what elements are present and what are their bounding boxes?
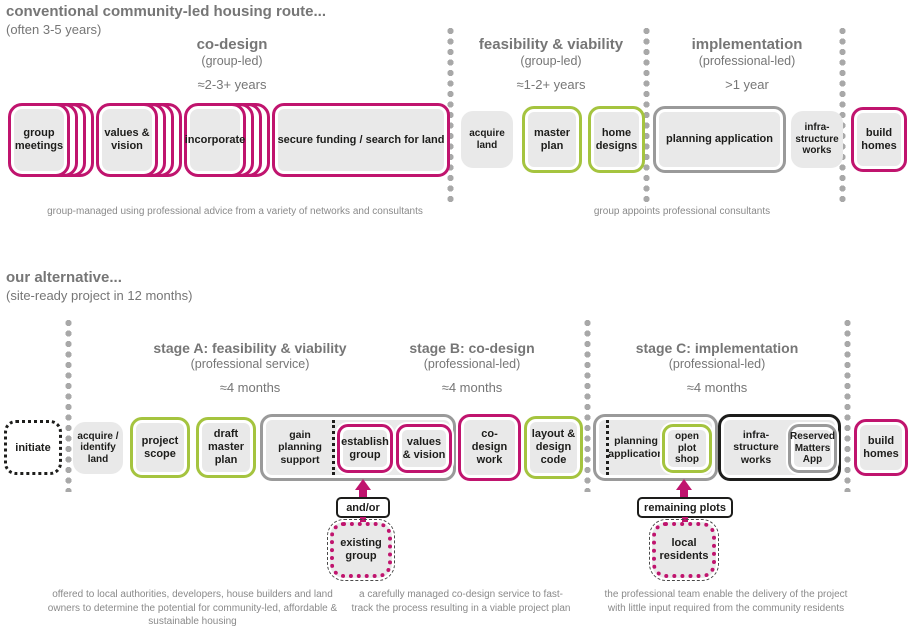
phase-duration: ≈2-3+ years <box>197 77 267 92</box>
container-planning-plotshop: planning application open plot shop <box>593 414 718 481</box>
box-acquire-land: acquire land <box>461 111 513 168</box>
stage-duration: ≈4 months <box>686 380 748 396</box>
stage-b-header: stage B: co-design (professional-led) ≈4… <box>367 340 577 395</box>
box-existing-group: existing group <box>327 519 395 581</box>
stage-c-header: stage C: implementation (professional-le… <box>612 340 822 395</box>
stage-mode: (professional-led) <box>668 357 766 372</box>
box-label: group meetings <box>8 103 70 177</box>
stage-divider-dots <box>64 318 73 492</box>
stage-mode: (professional service) <box>190 357 310 372</box>
alt-note-stage-c: the professional team enable the deliver… <box>604 589 848 614</box>
phase-duration: >1 year <box>725 77 769 92</box>
remaining-plots-tag: remaining plots <box>637 497 733 518</box>
box-initiate: initiate <box>4 420 62 475</box>
box-label: values & vision <box>96 103 158 177</box>
stage-divider-dots <box>843 318 852 492</box>
stage-divider-dots <box>583 318 592 492</box>
box-project-scope: project scope <box>130 417 190 478</box>
arrow-stem <box>680 490 688 498</box>
conventional-title: conventional community-led housing route… <box>6 3 327 20</box>
alternative-title: our alternative... <box>6 269 122 286</box>
container-infra-reserved: infra-structure works Reserved Matters A… <box>718 414 841 481</box>
stage-divider-dots <box>642 26 651 202</box>
phase-name: feasibility & viability <box>478 36 624 53</box>
stage-name: stage A: feasibility & viability <box>153 340 347 356</box>
stage-a-header: stage A: feasibility & viability (profes… <box>145 340 355 395</box>
box-infrastructure-works: infra-structure works <box>791 111 843 168</box>
phase-mode: (professional-led) <box>698 54 796 68</box>
box-secure-funding: secure funding / search for land <box>272 103 450 177</box>
phase-implementation: implementation (professional-led) >1 yea… <box>642 36 852 92</box>
phase-name: implementation <box>691 36 803 53</box>
dashed-divider <box>606 420 609 475</box>
conventional-note-right: group appoints professional consultants <box>593 206 771 217</box>
arrow-stem <box>359 490 367 498</box>
stage-name: stage B: co-design <box>409 340 535 356</box>
and-or-tag: and/or <box>336 497 390 518</box>
stage-divider-dots <box>446 26 455 202</box>
stage-mode: (professional-led) <box>423 357 521 372</box>
box-open-plot-shop: open plot shop <box>662 424 712 473</box>
box-planning-application-alt: planning application <box>608 435 664 460</box>
box-label: incorporate <box>184 103 246 177</box>
up-arrow-icon <box>355 479 371 490</box>
box-build-homes: build homes <box>851 107 907 172</box>
arrow-stem <box>682 517 688 522</box>
phase-mode: (group-led) <box>520 54 582 68</box>
box-local-residents: local residents <box>649 519 719 581</box>
box-draft-master-plan: draft master plan <box>196 417 256 478</box>
alt-note-stage-a: offered to local authorities, developers… <box>47 589 338 627</box>
dashed-divider <box>332 420 335 475</box>
phase-name: co-design <box>196 36 268 53</box>
alternative-title-block: our alternative... (site-ready project i… <box>6 269 192 303</box>
box-acquire-identify-land: acquire / identify land <box>73 422 123 474</box>
box-master-plan: master plan <box>522 106 582 173</box>
box-layout-design-code: layout & design code <box>524 416 583 479</box>
box-values-vision: values & vision <box>96 103 182 177</box>
stage-duration: ≈4 months <box>219 380 281 396</box>
box-group-meetings: group meetings <box>8 103 94 177</box>
stage-divider-dots <box>838 26 847 202</box>
box-incorporate: incorporate <box>184 103 270 177</box>
conventional-subtitle: (often 3-5 years) <box>6 22 102 37</box>
phase-co-design: co-design (group-led) ≈2-3+ years <box>127 36 337 92</box>
stage-duration: ≈4 months <box>441 380 503 396</box>
conventional-title-block: conventional community-led housing route… <box>6 3 326 37</box>
box-reserved-matters-app: Reserved Matters App <box>788 424 837 473</box>
phase-duration: ≈1-2+ years <box>516 77 586 92</box>
box-values-vision-alt: values & vision <box>396 424 452 473</box>
box-establish-group: establish group <box>337 424 393 473</box>
box-home-designs: home designs <box>588 106 645 173</box>
phase-feasibility: feasibility & viability (group-led) ≈1-2… <box>446 36 656 92</box>
stage-name: stage C: implementation <box>635 340 799 356</box>
alternative-subtitle: (site-ready project in 12 months) <box>6 288 193 303</box>
box-infrastructure-works-alt: infra-structure works <box>733 428 779 466</box>
box-build-homes-alt: build homes <box>854 419 908 476</box>
box-gain-planning-support: gain planning support <box>278 428 322 466</box>
container-planning-support-group: gain planning support establish group va… <box>260 414 456 481</box>
arrow-stem <box>360 517 366 522</box>
alt-note-stage-b: a carefully managed co-design service to… <box>351 589 571 614</box>
up-arrow-icon <box>676 479 692 490</box>
box-planning-application: planning application <box>653 106 786 173</box>
box-co-design-work: co-design work <box>458 414 521 481</box>
phase-mode: (group-led) <box>201 54 263 68</box>
conventional-note-left: group-managed using professional advice … <box>47 206 423 217</box>
